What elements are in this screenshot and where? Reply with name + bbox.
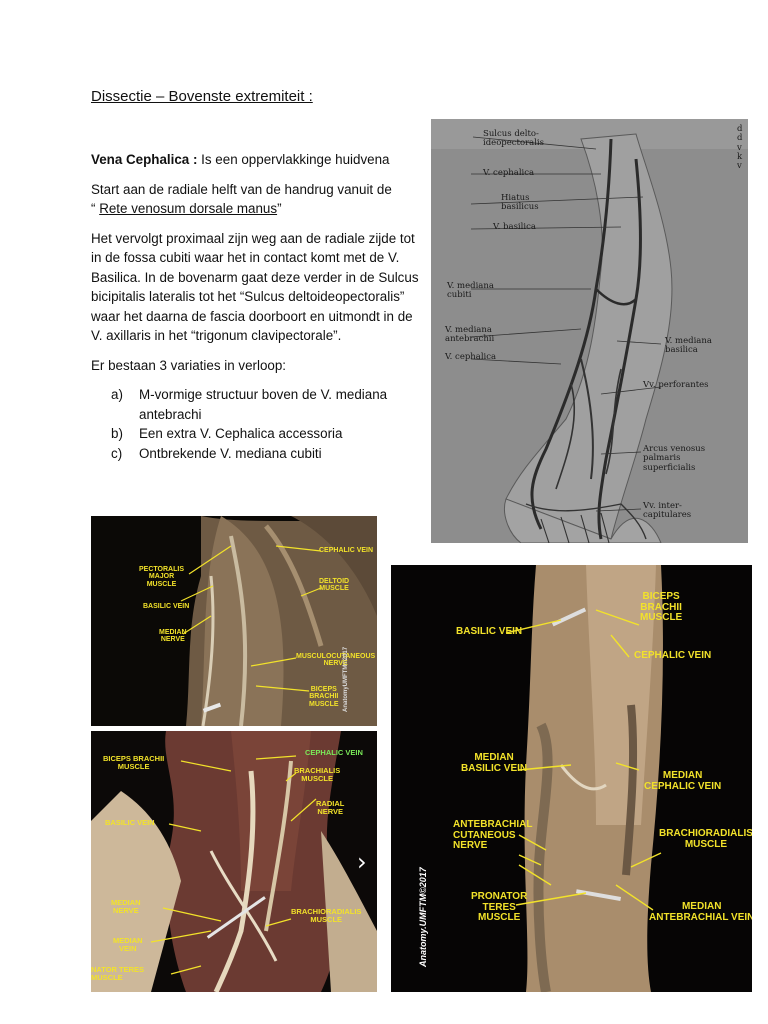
- sketch-label-intercapitulares: Vv. inter- capitulares: [643, 501, 692, 521]
- dissection-photo-forearm: BICEPS BRACHII MUSCLE BASILIC VEIN CEPHA…: [391, 565, 752, 992]
- photo3-tissue: [505, 565, 663, 992]
- p2-label-brachialis: BRACHIALIS MUSCLE: [294, 766, 341, 783]
- p3-label-median-basilic: MEDIAN BASILIC VEIN: [461, 752, 528, 774]
- origin-term: Rete venosum dorsale manus: [99, 201, 278, 216]
- variations-intro: Er bestaan 3 variaties in verloop:: [91, 357, 287, 373]
- course-paragraph: Het vervolgt proximaal zijn weg aan de r…: [91, 230, 419, 344]
- photo2-tissue: [91, 731, 377, 992]
- p1-label-median-nerve: MEDIAN NERVE: [159, 629, 187, 644]
- dissection-photo-cubital-fossa: BICEPS BRACHII MUSCLE CEPHALIC VEIN BRAC…: [91, 731, 377, 992]
- intro-term: Vena Cephalica :: [91, 152, 198, 167]
- p1-label-cephalic-vein: CEPHALIC VEIN: [319, 547, 374, 554]
- list-item: b)Een extra V. Cephalica accessoria: [111, 426, 343, 441]
- sketch-label-mediana-cubiti: V. mediana cubiti: [447, 281, 494, 301]
- dissection-photo-upper-arm: CEPHALIC VEIN PECTORALIS MAJOR MUSCLE DE…: [91, 516, 377, 726]
- vein-sketch-figure: Sulcus delto- ideopectoralis V. cephalic…: [431, 119, 748, 543]
- sketch-label-mediana-antebrachii: V. mediana antebrachii: [445, 325, 495, 345]
- intro-rest: Is een oppervlakkinge huidvena: [197, 152, 390, 167]
- p1-label-musculocutaneous: MUSCULOCUTANEOUS NERVE: [296, 653, 376, 668]
- p2-label-median-nerve: MEDIAN NERVE: [111, 898, 141, 915]
- p3-label-basilic-vein: BASILIC VEIN: [456, 626, 523, 637]
- list-item: c)Ontbrekende V. mediana cubiti: [111, 445, 322, 461]
- next-arrow-icon[interactable]: ›: [357, 848, 367, 876]
- p1-credit: AnatomyUMFTM©2017: [343, 646, 349, 712]
- p3-label-cephalic-vein: CEPHALIC VEIN: [634, 650, 712, 661]
- sketch-label-mediana-basilica: V. mediana basilica: [665, 336, 712, 356]
- origin-quote-close: ”: [277, 201, 282, 216]
- body-text: Vena Cephalica : Is een oppervlakkinge h…: [91, 150, 421, 463]
- list-item: a)M-vormige structuur boven de V. median…: [111, 387, 388, 422]
- p3-label-antebrachial-nerve: ANTEBRACHIAL CUTANEOUS NERVE: [453, 819, 533, 851]
- sketch-margin-letters: d d v k v: [737, 124, 743, 172]
- intro-paragraph: Vena Cephalica : Is een oppervlakkinge h…: [91, 150, 421, 170]
- p2-label-pronator: NATOR TERES MUSCLE: [91, 965, 145, 982]
- origin-line-1: Start aan de radiale helft van de handru…: [91, 181, 392, 197]
- photo1-tissue: [180, 516, 377, 726]
- p2-label-biceps: BICEPS BRACHII MUSCLE: [103, 754, 165, 771]
- p1-label-biceps: BICEPS BRACHII MUSCLE: [309, 686, 339, 708]
- sketch-label-sulcus: Sulcus delto- ideopectoralis: [483, 129, 545, 149]
- document-title: Dissectie – Bovenste extremiteit :: [91, 88, 313, 105]
- sketch-label-hiatus: Hiatus basilicus: [501, 193, 539, 213]
- variations-list: a)M-vormige structuur boven de V. median…: [91, 385, 421, 463]
- p2-label-brachioradialis: BRACHIORADIALIS MUSCLE: [291, 907, 362, 924]
- origin-quote-open: “: [91, 201, 100, 216]
- p3-label-brachioradialis: BRACHIORADIALIS MUSCLE: [659, 828, 752, 850]
- sketch-label-arcus: Arcus venosus palmaris superficialis: [643, 444, 706, 473]
- p3-label-pronator: PRONATOR TERES MUSCLE: [471, 891, 528, 923]
- p1-label-deltoid: DELTOID MUSCLE: [319, 578, 350, 593]
- p3-label-median-cephalic: MEDIAN CEPHALIC VEIN: [644, 770, 722, 792]
- sketch-label-cephalica-low: V. cephalica: [445, 352, 497, 362]
- arm-drawing: [431, 119, 748, 543]
- sketch-label-perforantes: Vv. perforantes: [643, 380, 709, 390]
- p3-label-biceps: BICEPS BRACHII MUSCLE: [640, 591, 683, 623]
- origin-paragraph: Start aan de radiale helft van de handru…: [91, 180, 421, 219]
- p1-label-basilic-vein: BASILIC VEIN: [143, 603, 190, 610]
- p1-label-pectoralis: PECTORALIS MAJOR MUSCLE: [139, 566, 184, 588]
- sketch-label-basilica: V. basilica: [493, 222, 536, 232]
- p3-credit: Anatomy.UMFTM©2017: [418, 867, 428, 967]
- p2-label-cephalic-vein: CEPHALIC VEIN: [305, 748, 363, 757]
- p3-label-median-antebrachial: MEDIAN ANTEBRACHIAL VEIN: [649, 901, 752, 923]
- p2-label-median-vein: MEDIAN VEIN: [113, 936, 143, 953]
- p2-label-radial-nerve: RADIAL NERVE: [316, 799, 345, 816]
- sketch-label-cephalica-top: V. cephalica: [483, 168, 535, 178]
- p2-label-basilic-vein: BASILIC VEIN: [105, 818, 155, 827]
